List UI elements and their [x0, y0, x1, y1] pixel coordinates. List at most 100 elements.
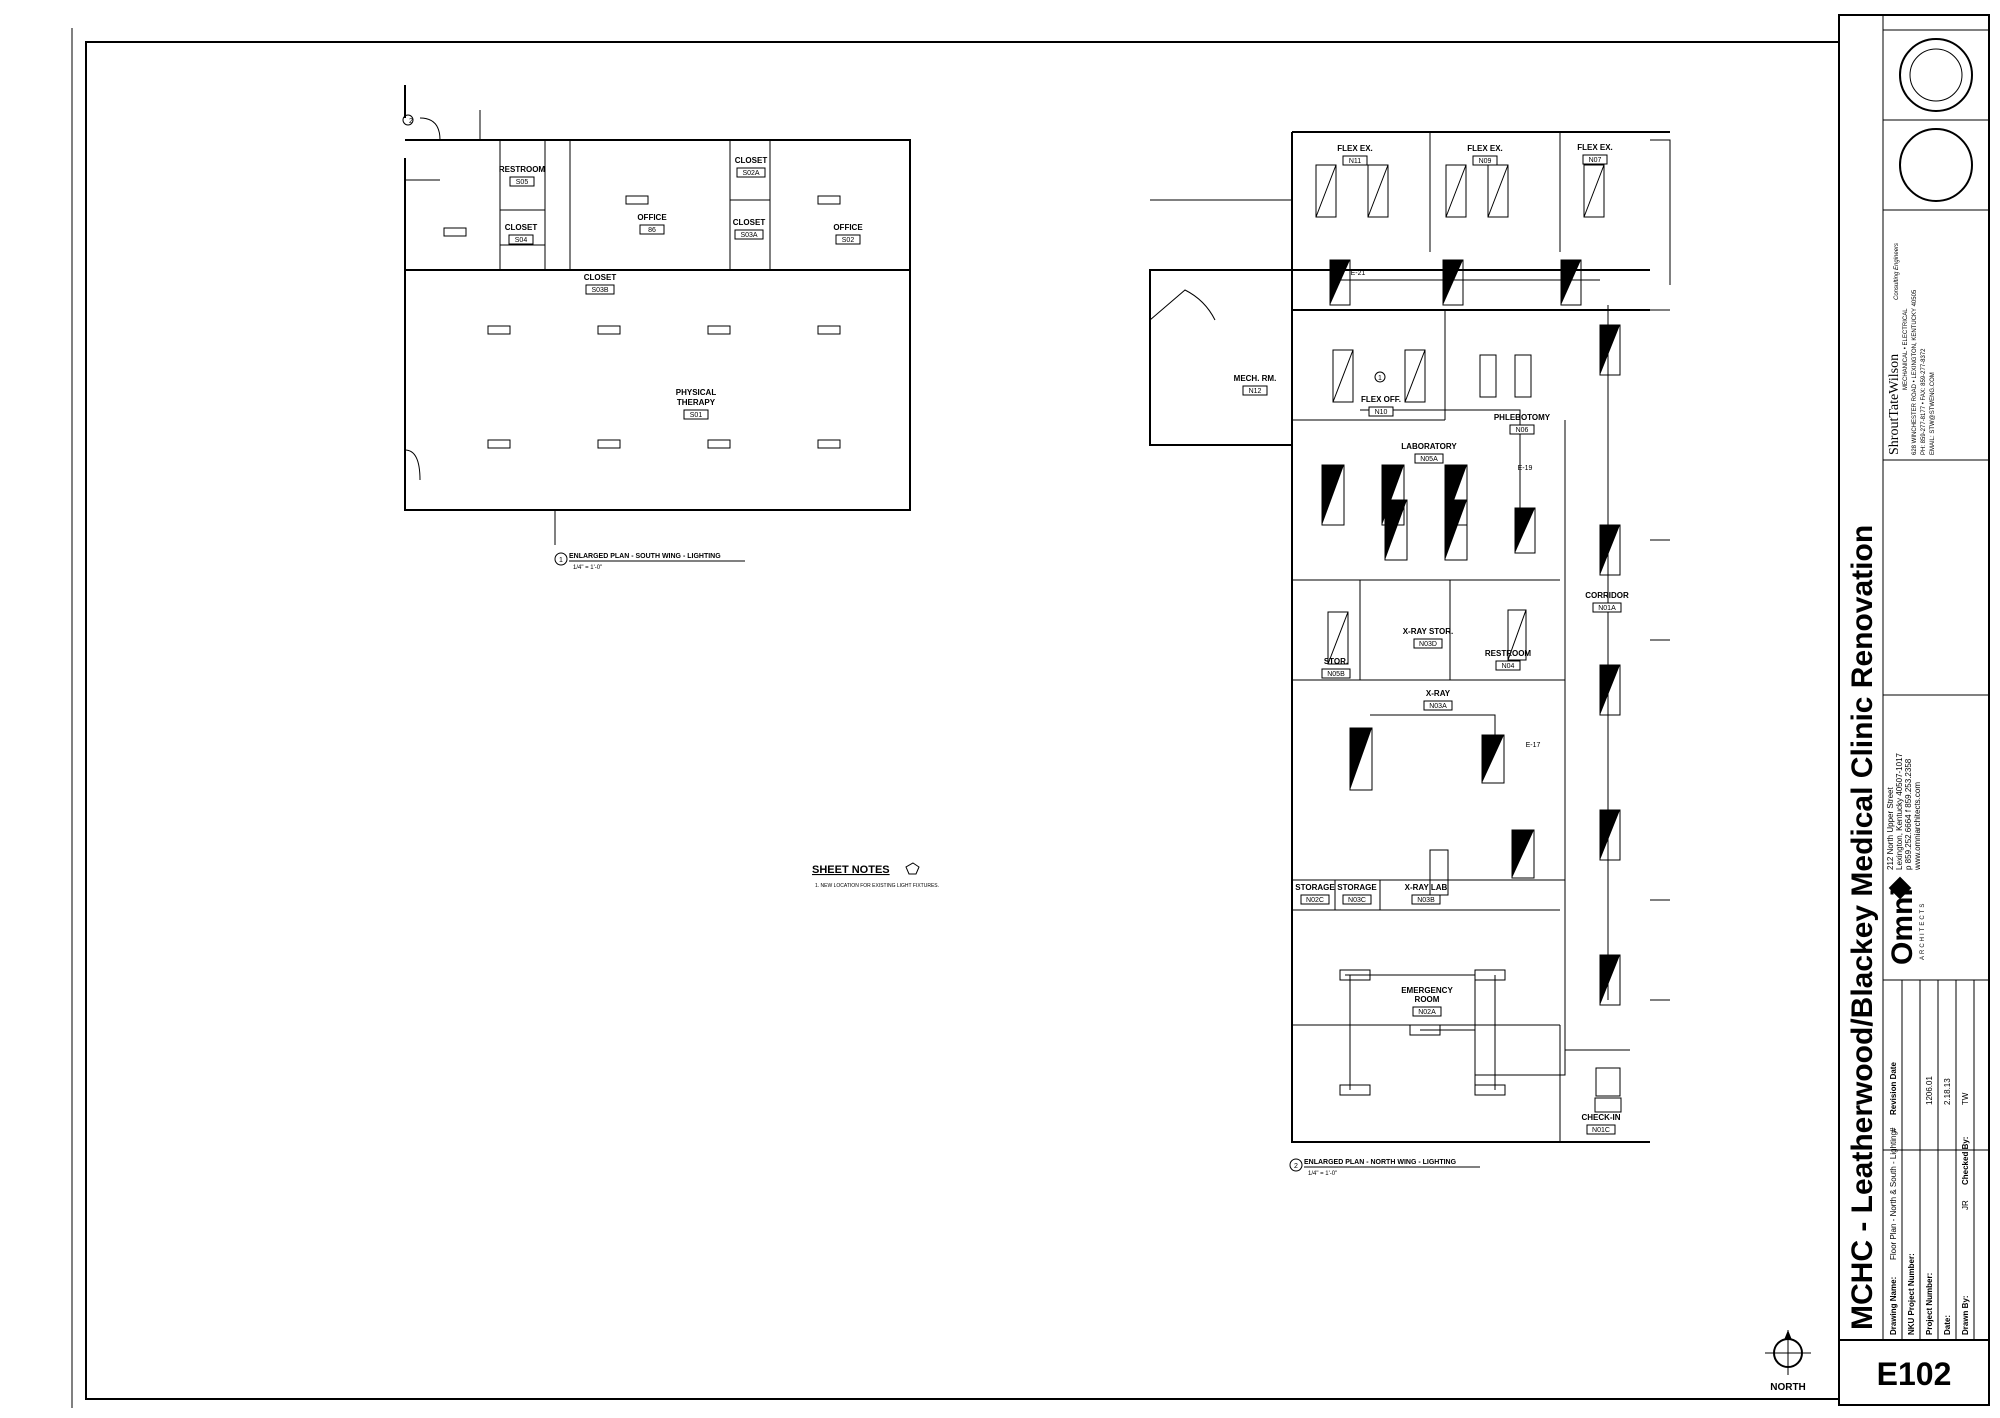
svg-text:N09: N09 — [1479, 158, 1492, 165]
revision-date-label: Revision Date — [1889, 1062, 1898, 1115]
sheet-border — [85, 41, 1840, 1400]
room-tag: S02 — [842, 237, 855, 244]
sheet-notes-title: SHEET NOTES — [812, 864, 890, 876]
svg-text:N03C: N03C — [1348, 897, 1366, 904]
room-name: RESTROOM — [499, 165, 546, 174]
room-tag: S03A — [740, 232, 757, 239]
svg-text:N12: N12 — [1249, 388, 1262, 395]
architect-web: www.omniarchitects.com — [1913, 782, 1922, 871]
room-tag: 86 — [648, 227, 656, 234]
room-name: STORAGE — [1295, 883, 1335, 892]
engineer-sub1: Consulting Engineers — [1894, 243, 1900, 300]
svg-text:N06: N06 — [1516, 427, 1529, 434]
room-name: CORRIDOR — [1585, 591, 1629, 600]
architect-seal-blank — [1899, 128, 1973, 202]
room-name: X-RAY — [1426, 689, 1451, 698]
svg-text:E-17: E-17 — [1526, 742, 1541, 749]
room-name: STORAGE — [1337, 883, 1377, 892]
room-name: OFFICE — [833, 223, 863, 232]
sheet-note-1: 1. NEW LOCATION FOR EXISTING LIGHT FIXTU… — [815, 883, 939, 889]
svg-text:1: 1 — [1378, 375, 1382, 382]
svg-text:N11: N11 — [1349, 158, 1361, 165]
room-tag: S04 — [515, 237, 528, 244]
svg-text:N05A: N05A — [1420, 456, 1438, 463]
svg-text:N02C: N02C — [1306, 897, 1324, 904]
svg-text:N05B: N05B — [1327, 671, 1345, 678]
architect-sub: ARCHITECTS — [1920, 902, 1926, 960]
room-name: CHECK-IN — [1581, 1113, 1620, 1122]
svg-text:N02A: N02A — [1418, 1009, 1436, 1016]
architect-city: Lexington, Kentucky 40507-1017 — [1895, 752, 1904, 870]
drawing-name-label: Drawing Name: — [1889, 1277, 1898, 1335]
svg-text:N07: N07 — [1589, 157, 1602, 164]
svg-text:N10: N10 — [1375, 409, 1388, 416]
svg-text:N03A: N03A — [1429, 703, 1447, 710]
date-label: Date: — [1943, 1315, 1952, 1335]
engineer-sub2: MECHANICAL • ELECTRICAL — [1903, 308, 1909, 390]
architect-address: 212 North Upper Street — [1886, 787, 1895, 870]
room-name: X-RAY LAB — [1405, 883, 1448, 892]
engineer-name: ShroutTateWilson — [1887, 354, 1902, 455]
room-tag: S05 — [516, 179, 529, 186]
plan-title-north: ENLARGED PLAN - NORTH WING - LIGHTING — [1304, 1159, 1457, 1166]
drawn-by-label: Drawn By: — [1961, 1295, 1970, 1335]
title-block: MCHC - Leatherwood/Blackey Medical Clini… — [1838, 14, 1990, 1406]
room-name: CLOSET — [584, 273, 617, 282]
room-name: FLEX EX. — [1577, 143, 1613, 152]
plan-title-south: ENLARGED PLAN - SOUTH WING - LIGHTING — [569, 553, 721, 560]
svg-text:2: 2 — [1294, 1163, 1298, 1170]
room-tag: S03B — [591, 287, 608, 294]
svg-text:N04: N04 — [1502, 663, 1515, 670]
room-name: RESTROOM — [1485, 649, 1532, 658]
date-value: 2.18.13 — [1943, 1078, 1952, 1105]
room-name: PHYSICAL — [676, 388, 717, 397]
sheet-number: E102 — [1877, 1356, 1952, 1392]
room-tag: S02A — [742, 170, 759, 177]
svg-text:2: 2 — [409, 118, 413, 125]
svg-text:N01C: N01C — [1592, 1127, 1610, 1134]
engineer-seal — [1899, 38, 1973, 112]
room-name: ROOM — [1415, 995, 1440, 1004]
room-name: X-RAY STOR. — [1403, 627, 1454, 636]
revision-hash: # — [1889, 1127, 1898, 1132]
plan-scale-south: 1/4" = 1'-0" — [573, 565, 602, 571]
room-name: OFFICE — [637, 213, 667, 222]
north-label: NORTH — [1770, 1382, 1806, 1393]
room-name: CLOSET — [505, 223, 538, 232]
south-wing-plan: 2 RESTROOM S05 CLOSET S04 CLOSET S03B OF… — [402, 85, 911, 571]
engineer-phone: PH: 859-277-8177 • FAX: 859-277-8372 — [1921, 348, 1927, 455]
room-name: MECH. RM. — [1234, 374, 1277, 383]
project-title: MCHC - Leatherwood/Blackey Medical Clini… — [1846, 525, 1879, 1330]
svg-text:1: 1 — [559, 557, 563, 564]
svg-text:E-19: E-19 — [1518, 465, 1533, 472]
checked-by-label: Checked By: — [1961, 1137, 1970, 1185]
room-name: FLEX OFF. — [1361, 395, 1401, 404]
nku-label: NKU Project Number: — [1907, 1253, 1916, 1335]
engineer-address: 628 WINCHESTER ROAD • LEXINGTON, KENTUCK… — [1912, 289, 1918, 455]
svg-text:N01A: N01A — [1598, 605, 1616, 612]
checked-by-value: TW — [1961, 1092, 1970, 1105]
room-name: FLEX EX. — [1467, 144, 1503, 153]
project-number-value: 1206.01 — [1925, 1076, 1934, 1105]
room-name: FLEX EX. — [1337, 144, 1373, 153]
room-name: EMERGENCY — [1401, 986, 1453, 995]
svg-text:E-21: E-21 — [1351, 270, 1366, 277]
room-tag: S01 — [690, 412, 703, 419]
room-name: LABORATORY — [1401, 442, 1457, 451]
north-arrow: NORTH — [1765, 1330, 1811, 1393]
svg-text:N03D: N03D — [1419, 641, 1437, 648]
room-name: CLOSET — [735, 156, 768, 165]
drawn-by-value: JR — [1961, 1200, 1970, 1210]
room-name: PHLEBOTOMY — [1494, 413, 1551, 422]
architect-name: Omni — [1886, 888, 1919, 965]
engineer-email: EMAIL: STW@STWENG.COM — [1930, 372, 1936, 455]
room-name: CLOSET — [733, 218, 766, 227]
north-wing-plan: E-21 E-19 E-17 FLEX EX. N11 FLEX EX. N09… — [1149, 131, 1671, 1177]
drawing-name-value: Floor Plan - North & South - Lighting — [1889, 1131, 1898, 1260]
project-number-label: Project Number: — [1925, 1273, 1934, 1335]
plan-scale-north: 1/4" = 1'-0" — [1308, 1171, 1337, 1177]
svg-text:N03B: N03B — [1417, 897, 1435, 904]
room-name: STOR. — [1324, 657, 1348, 666]
